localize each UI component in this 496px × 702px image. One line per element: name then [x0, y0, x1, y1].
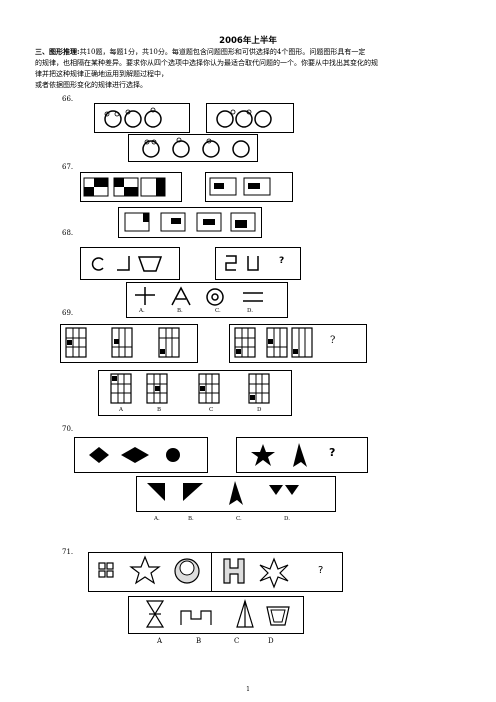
q68-question-mark: ? — [279, 256, 285, 266]
q68-option-a-label: A. — [139, 308, 145, 314]
q68-option-d-label: D. — [247, 308, 253, 314]
q68-left-shapes — [91, 256, 163, 272]
question-66-figure-right — [206, 103, 294, 133]
question-69-figure-left — [60, 324, 198, 363]
q71-option-d-label: D — [268, 637, 274, 645]
q70-option-b-label: B. — [188, 516, 194, 522]
instructions-line-2: 的规律，也相隔在某种差异。要求你从四个选项中选择你认为最适合取代问题的一个。你要… — [35, 59, 378, 67]
q70-option-shapes — [147, 481, 299, 505]
question-68-figure-left — [80, 247, 180, 280]
q66-left-circles — [104, 107, 162, 128]
section-heading: 三、图形推理: — [35, 47, 80, 56]
question-67-figure-left — [80, 172, 182, 202]
question-70-figure-left — [74, 437, 208, 473]
q69-option-grids — [110, 373, 270, 404]
question-66-number: 66. — [62, 95, 74, 103]
q69-option-c-label: C — [209, 407, 214, 413]
question-71-number: 71. — [62, 548, 74, 556]
question-71-options — [128, 596, 304, 634]
q69-option-d-label: D — [257, 407, 262, 413]
q69-left-grids — [65, 327, 180, 358]
question-68-options: A. B. C. D. — [126, 282, 288, 318]
q71-option-shapes — [145, 598, 290, 628]
question-70-number: 70. — [62, 425, 74, 433]
question-69-options: A B C D — [98, 370, 292, 416]
page-number: 1 — [246, 686, 250, 693]
q71-option-c-label: C — [234, 637, 240, 645]
instructions-line-3: 律并把这种规律正确地运用到解题过程中， — [35, 70, 168, 78]
q70-option-d-label: D. — [284, 516, 290, 522]
q70-right-shapes — [251, 443, 307, 467]
question-68-figure-right: ? — [215, 247, 301, 280]
question-66-options — [128, 134, 258, 162]
q68-option-c-label: C. — [215, 308, 221, 314]
question-67-number: 67. — [62, 163, 74, 171]
q66-option-circles — [142, 137, 250, 158]
q70-left-shapes — [89, 447, 180, 463]
q69-option-b-label: B — [157, 407, 162, 413]
q67-left-squares — [83, 177, 166, 197]
question-69-figure-right: ? — [229, 324, 367, 363]
q68-right-shapes — [225, 255, 259, 271]
question-70-figure-right: ? — [236, 437, 368, 473]
q69-option-a-label: A — [119, 407, 123, 413]
instructions-line-1: 共10题，每题1分，共10分。每道题包含问题图形和可供选择的4个图形。问题图形具… — [79, 48, 366, 56]
q66-right-circles — [216, 109, 272, 128]
q71-left-shapes — [98, 555, 200, 585]
q70-question-mark: ? — [329, 446, 336, 459]
question-68-number: 68. — [62, 229, 74, 237]
q71-option-b-label: B — [196, 637, 202, 645]
question-69-number: 69. — [62, 309, 74, 317]
q70-option-c-label: C. — [236, 516, 242, 522]
q67-right-squares — [209, 177, 271, 196]
q71-option-a-label: A — [157, 637, 163, 645]
instructions: 三、图形推理:共10题，每题1分，共10分。每道题包含问题图形和可供选择的4个图… — [35, 46, 465, 91]
q70-option-a-label: A. — [154, 516, 160, 522]
instructions-line-4: 或者依据图形变化的规律进行选择。 — [35, 81, 147, 89]
question-67-options — [118, 207, 262, 238]
q68-option-shapes — [135, 286, 263, 306]
question-67-figure-right — [205, 172, 293, 202]
question-71-figure-right: ? — [211, 552, 343, 592]
q67-option-squares — [124, 212, 256, 232]
q69-right-grids — [234, 327, 313, 358]
question-70-options — [136, 476, 336, 512]
q71-question-mark: ? — [318, 565, 324, 576]
q68-option-b-label: B. — [177, 308, 183, 314]
q69-question-mark: ? — [330, 335, 336, 346]
q71-right-shapes — [223, 557, 289, 589]
question-71-figure-left — [88, 552, 213, 592]
question-66-figure-left — [94, 103, 190, 133]
page-title: 2006年上半年 — [219, 36, 277, 46]
